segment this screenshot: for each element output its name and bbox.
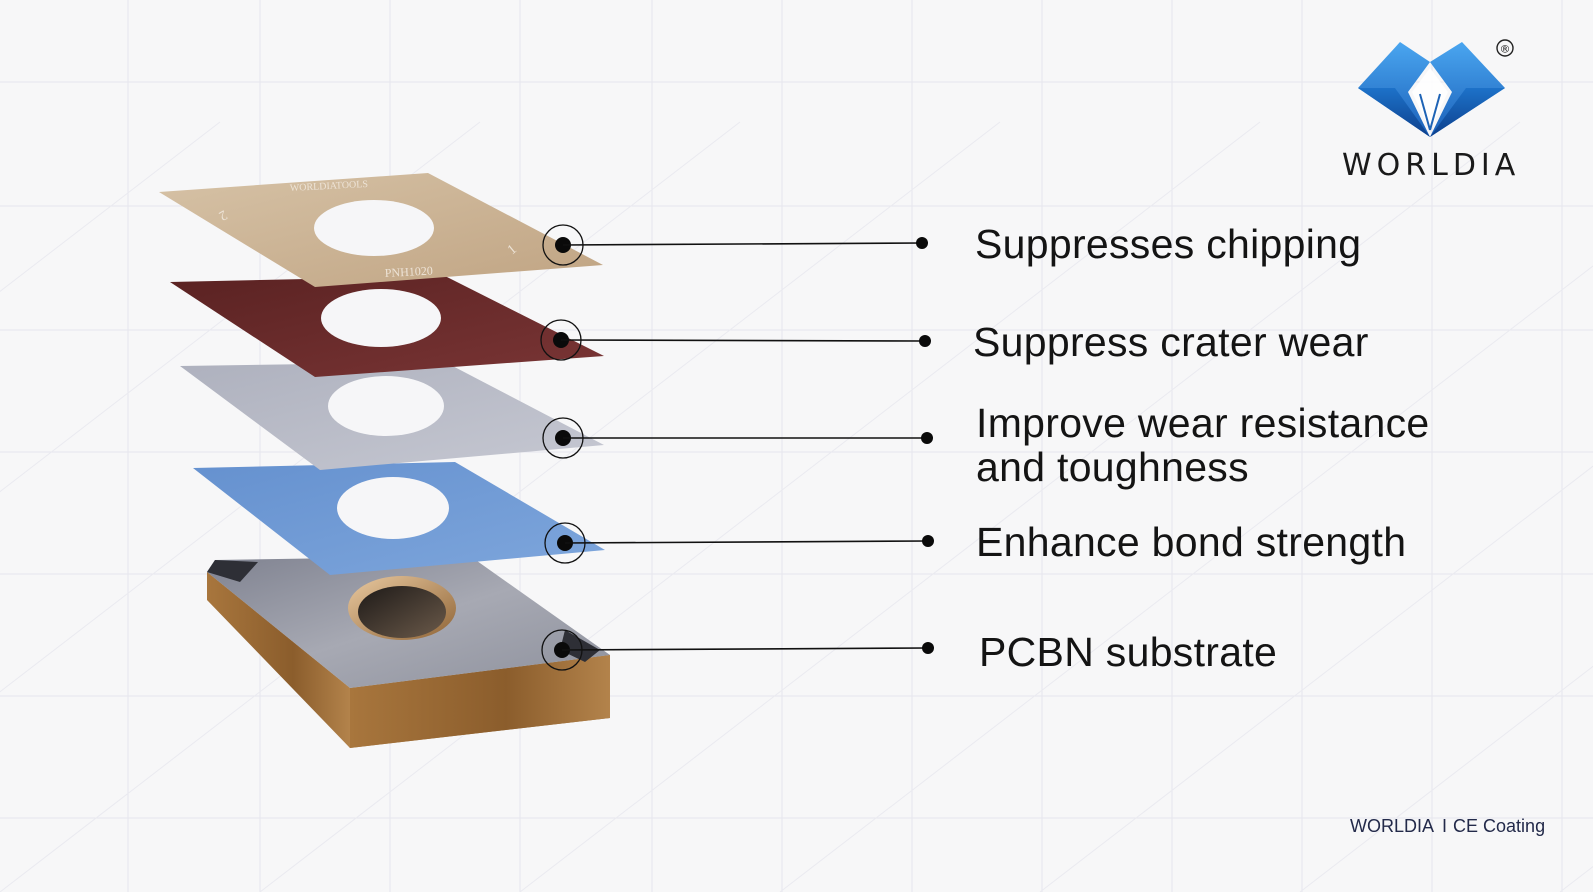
- grid-line: [259, 121, 1261, 892]
- logo-wordmark: WORLDIA: [1342, 148, 1521, 183]
- bond-layer-plate: [193, 462, 605, 575]
- chipping-layer-plate: WORLDIATOOLS PNH1020 2 1: [159, 173, 603, 287]
- callout-line: [564, 540, 929, 544]
- callout-line: [560, 339, 926, 342]
- grid-line: [519, 121, 1521, 892]
- callout-end-dot: [919, 335, 931, 347]
- insert-brand-print: WORLDIATOOLS: [290, 179, 369, 194]
- wear-resistance-layer-plate: [180, 362, 604, 470]
- registered-mark: ®: [1500, 43, 1511, 56]
- callout-end-dot: [922, 642, 934, 654]
- grid-line: [0, 121, 221, 293]
- footer-product: CE Coating: [1453, 816, 1546, 836]
- callout-end-dot: [922, 535, 934, 547]
- pcbn-substrate-block: [207, 556, 610, 748]
- callout-line: [561, 647, 929, 651]
- worldia-logo-icon: ®: [1358, 39, 1514, 137]
- callout-line: [562, 242, 923, 246]
- layer-label-pcbn-substrate: PCBN substrate: [979, 629, 1278, 675]
- layer-label-bond-strength: Enhance bond strength: [976, 519, 1407, 565]
- crater-wear-layer-plate: [170, 276, 604, 377]
- callout-lines: [540, 224, 934, 671]
- grid-line: [1299, 665, 1593, 892]
- footer-separator: I: [1442, 816, 1448, 836]
- grid-line: [779, 265, 1593, 892]
- layer-label-wear-resistance: Improve wear resistance and toughness: [976, 400, 1430, 490]
- callout-end-dot: [921, 432, 933, 444]
- layer-label-crater-wear: Suppress crater wear: [973, 319, 1369, 365]
- layer-label-chipping: Suppresses chipping: [975, 221, 1362, 267]
- footer-brand: WORLDIA: [1350, 816, 1435, 836]
- insert-code-print: PNH1020: [384, 264, 433, 280]
- callout-end-dot: [916, 237, 928, 249]
- grid-line: [1039, 465, 1593, 892]
